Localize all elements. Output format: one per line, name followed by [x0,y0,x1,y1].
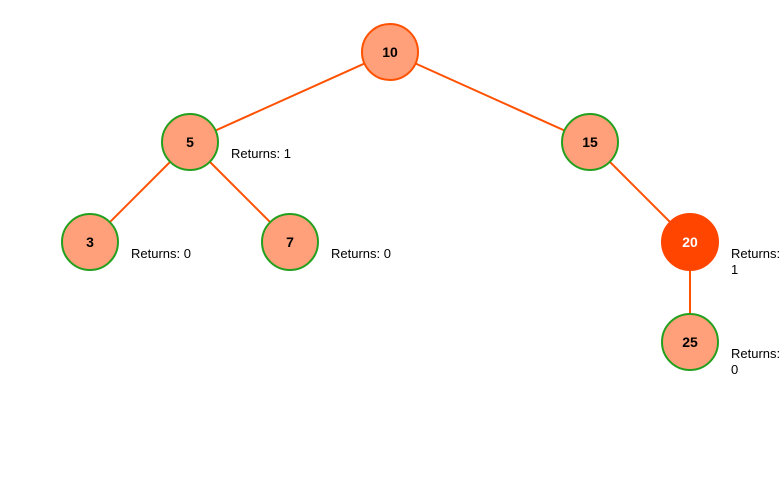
node-value-3: 3 [86,234,94,250]
node-value-5: 5 [186,134,194,150]
node-value-10: 10 [382,44,398,60]
tree-nodes: 10 5 15 3 7 20 25 [61,23,719,371]
node-circle-25 [661,313,719,371]
node-circle-3 [61,213,119,271]
tree-node-20: 20 [661,213,719,271]
tree-node-3: 3 [61,213,119,271]
node-circle-7 [261,213,319,271]
tree-node-5: 5 [161,113,219,171]
tree-node-7: 7 [261,213,319,271]
return-label-3: Returns: 0 [131,246,191,261]
node-circle-20 [661,213,719,271]
node-circle-10 [361,23,419,81]
return-label-7: Returns: 0 [331,246,391,261]
node-value-25: 25 [682,334,698,350]
edge-n10-n5 [189,51,391,143]
return-label-25: Returns: 0 [731,346,779,377]
node-value-20: 20 [682,234,698,250]
tree-node-25: 25 [661,313,719,371]
edge-n10-n15 [389,51,591,143]
return-label-5: Returns: 1 [231,146,291,161]
node-value-15: 15 [582,134,598,150]
tree-edges [89,51,691,342]
tree-node-15: 15 [561,113,619,171]
node-value-7: 7 [286,234,294,250]
tree-node-10: 10 [361,23,419,81]
return-label-20: Returns: 1 [731,246,779,277]
node-circle-15 [561,113,619,171]
node-circle-5 [161,113,219,171]
